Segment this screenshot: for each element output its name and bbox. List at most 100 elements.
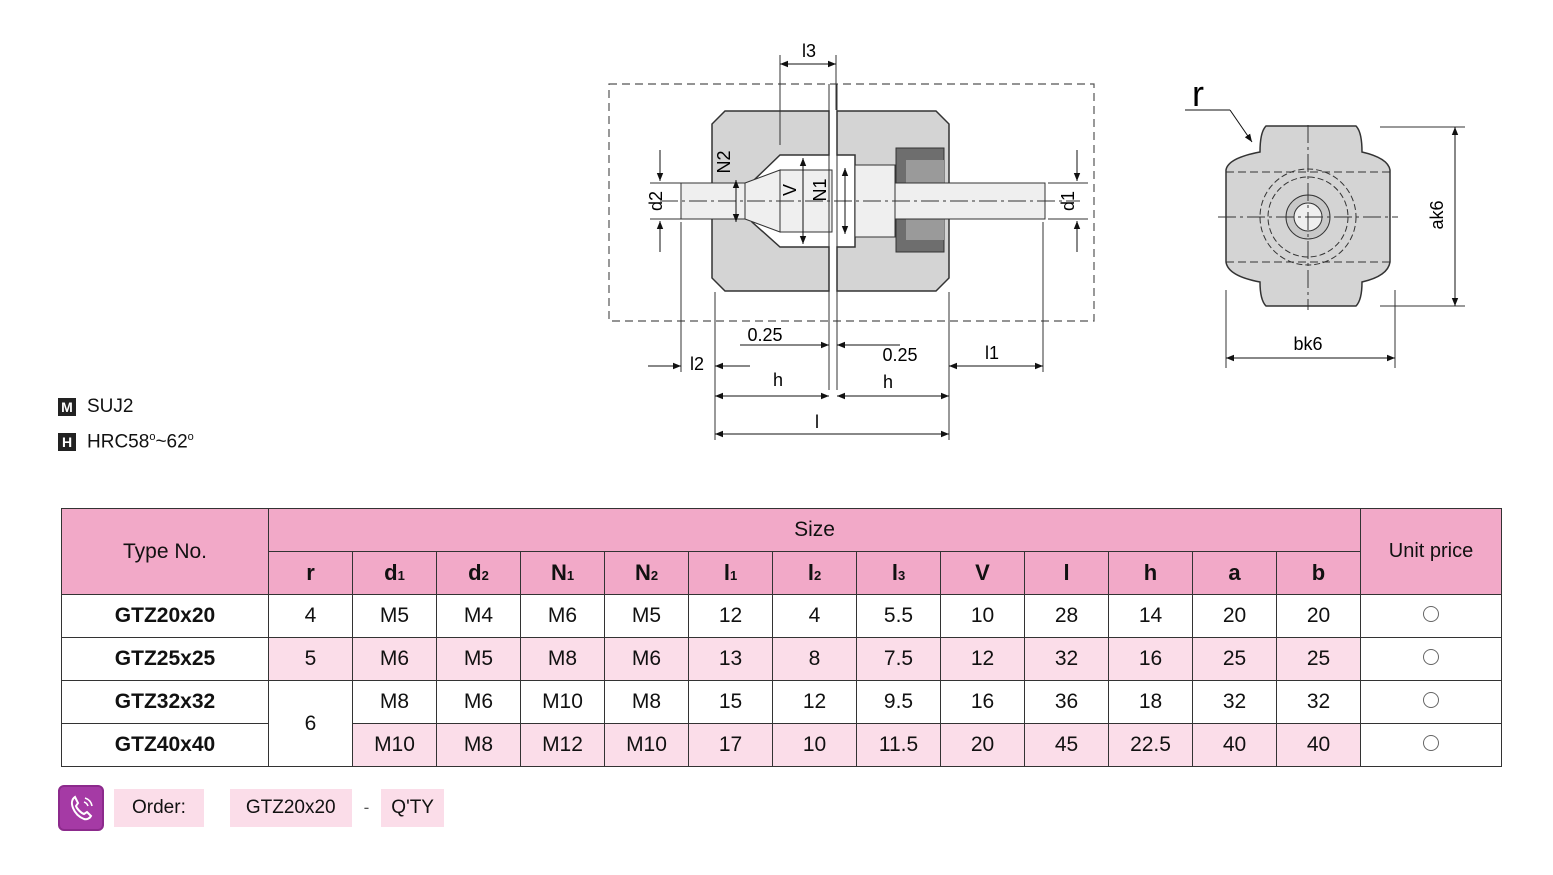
phone-icon bbox=[58, 785, 104, 831]
type-no-cell: GTZ25x25 bbox=[61, 637, 269, 681]
r-cell: 4 bbox=[268, 594, 353, 638]
size-cell: M10 bbox=[520, 680, 605, 724]
column-header: h bbox=[1108, 551, 1193, 595]
svg-text:h: h bbox=[883, 372, 893, 392]
column-header: V bbox=[940, 551, 1025, 595]
size-cell: 16 bbox=[940, 680, 1025, 724]
unit-price-cell bbox=[1360, 723, 1503, 767]
material-badge: M bbox=[58, 398, 76, 416]
size-cell: 32 bbox=[1275, 680, 1362, 724]
size-cell: M5 bbox=[352, 594, 437, 638]
size-cell: 18 bbox=[1108, 680, 1193, 724]
svg-text:l3: l3 bbox=[802, 41, 816, 61]
column-header: l2 bbox=[772, 551, 857, 595]
column-header: d1 bbox=[352, 551, 437, 595]
svg-text:l: l bbox=[815, 412, 819, 432]
material-value: SUJ2 bbox=[87, 396, 134, 417]
unit-price-header: Unit price bbox=[1360, 508, 1503, 595]
size-cell: 28 bbox=[1024, 594, 1109, 638]
svg-text:N2: N2 bbox=[714, 150, 734, 173]
type-no-header: Type No. bbox=[61, 508, 269, 595]
size-cell: 11.5 bbox=[856, 723, 941, 767]
order-qty: Q'TY bbox=[381, 789, 444, 827]
svg-text:bk6: bk6 bbox=[1293, 334, 1322, 354]
size-cell: 20 bbox=[940, 723, 1025, 767]
order-example: GTZ20x20 bbox=[229, 789, 352, 827]
size-cell: 15 bbox=[688, 680, 773, 724]
size-cell: 12 bbox=[772, 680, 857, 724]
size-cell: 7.5 bbox=[856, 637, 941, 681]
size-cell: 8 bbox=[772, 637, 857, 681]
size-cell: M5 bbox=[436, 637, 521, 681]
column-header: N1 bbox=[520, 551, 605, 595]
circle-icon bbox=[1423, 735, 1440, 751]
size-cell: M8 bbox=[436, 723, 521, 767]
technical-drawing: l3 N2 d2 V N1 d1 0.25 0.25 l2 l1 h h l bbox=[608, 41, 1465, 440]
size-cell: 10 bbox=[772, 723, 857, 767]
type-no-cell: GTZ40x40 bbox=[61, 723, 269, 767]
circle-icon bbox=[1423, 649, 1440, 665]
svg-text:d1: d1 bbox=[1058, 191, 1078, 211]
hardness-legend: H HRC58o~62o bbox=[58, 431, 194, 453]
size-cell: 20 bbox=[1275, 594, 1362, 638]
circle-icon bbox=[1423, 606, 1440, 622]
size-cell: M6 bbox=[436, 680, 521, 724]
unit-price-cell bbox=[1360, 637, 1503, 681]
size-cell: 45 bbox=[1024, 723, 1109, 767]
size-cell: M6 bbox=[352, 637, 437, 681]
size-cell: 40 bbox=[1192, 723, 1277, 767]
column-header: a bbox=[1192, 551, 1277, 595]
r-cell: 6 bbox=[268, 680, 353, 767]
material-legend: M SUJ2 bbox=[58, 396, 133, 418]
size-cell: M10 bbox=[352, 723, 437, 767]
svg-text:l2: l2 bbox=[690, 354, 704, 374]
size-cell: M10 bbox=[604, 723, 689, 767]
column-header: l3 bbox=[856, 551, 941, 595]
size-cell: 9.5 bbox=[856, 680, 941, 724]
r-cell: 5 bbox=[268, 637, 353, 681]
order-dash: - bbox=[363, 798, 370, 817]
unit-price-cell bbox=[1360, 680, 1503, 724]
size-cell: 4 bbox=[772, 594, 857, 638]
size-cell: M6 bbox=[520, 594, 605, 638]
size-cell: 13 bbox=[688, 637, 773, 681]
size-cell: 32 bbox=[1024, 637, 1109, 681]
size-cell: M8 bbox=[604, 680, 689, 724]
size-cell: 25 bbox=[1275, 637, 1362, 681]
size-cell: 16 bbox=[1108, 637, 1193, 681]
size-cell: 32 bbox=[1192, 680, 1277, 724]
envelope-outline bbox=[608, 83, 1095, 322]
size-cell: M6 bbox=[604, 637, 689, 681]
svg-text:l1: l1 bbox=[985, 343, 999, 363]
order-line: Order: GTZ20x20 - Q'TY bbox=[58, 785, 444, 831]
size-cell: 17 bbox=[688, 723, 773, 767]
size-cell: M12 bbox=[520, 723, 605, 767]
size-cell: 20 bbox=[1192, 594, 1277, 638]
svg-text:r: r bbox=[1192, 73, 1204, 114]
column-header: l1 bbox=[688, 551, 773, 595]
size-cell: 10 bbox=[940, 594, 1025, 638]
unit-price-cell bbox=[1360, 594, 1503, 638]
size-cell: 22.5 bbox=[1108, 723, 1193, 767]
svg-text:N1: N1 bbox=[810, 178, 830, 201]
svg-text:h: h bbox=[773, 370, 783, 390]
size-cell: 14 bbox=[1108, 594, 1193, 638]
size-cell: 5.5 bbox=[856, 594, 941, 638]
hardness-value: HRC58o~62o bbox=[87, 431, 194, 453]
size-header: Size bbox=[267, 508, 1362, 552]
column-header: b bbox=[1275, 551, 1362, 595]
type-no-cell: GTZ32x32 bbox=[61, 680, 269, 724]
size-cell: 36 bbox=[1024, 680, 1109, 724]
svg-text:ak6: ak6 bbox=[1427, 200, 1447, 229]
column-header: r bbox=[268, 551, 353, 595]
order-label: Order: bbox=[114, 789, 204, 827]
svg-text:0.25: 0.25 bbox=[882, 345, 917, 365]
column-header: N2 bbox=[604, 551, 689, 595]
type-no-cell: GTZ20x20 bbox=[61, 594, 269, 638]
column-header: d2 bbox=[436, 551, 521, 595]
